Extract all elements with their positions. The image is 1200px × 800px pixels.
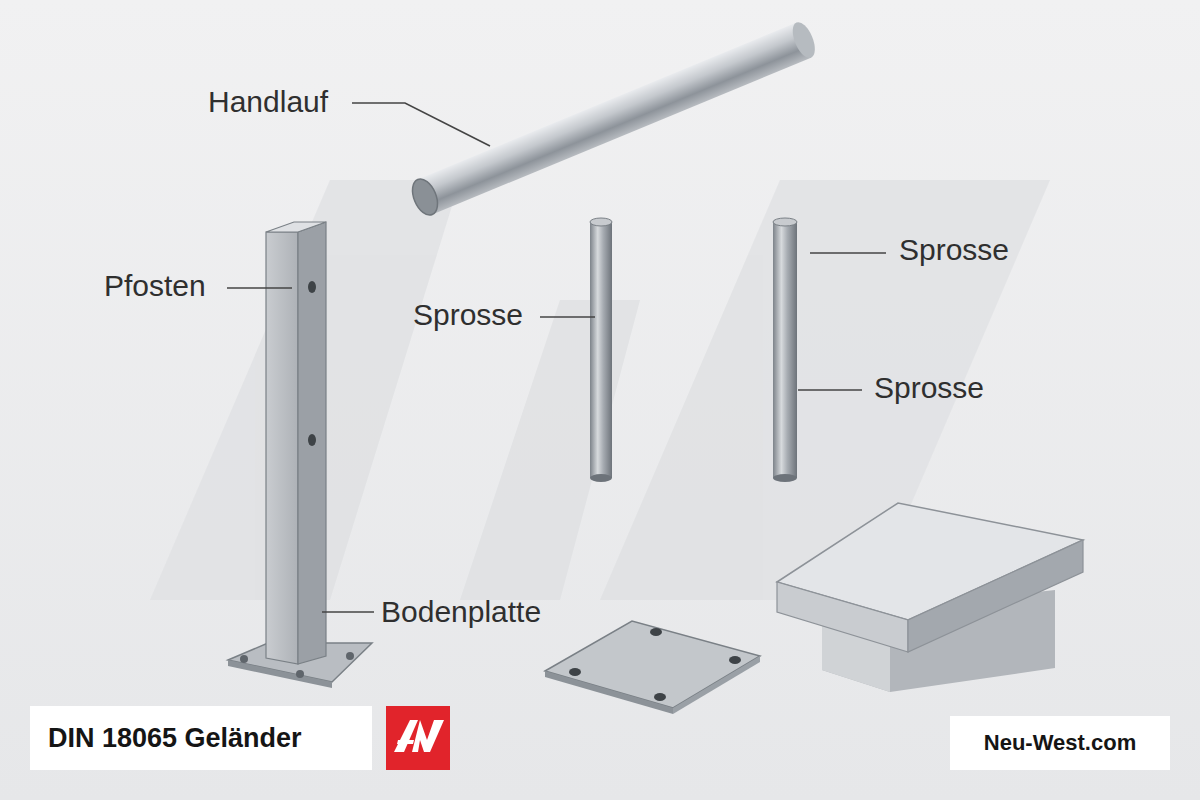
label-box: Neu-West.com — [950, 716, 1170, 770]
box-text: DIN 18065 Geländer — [48, 723, 302, 754]
part-label: Sprosse — [413, 297, 523, 333]
part-label: Pfosten — [104, 268, 206, 304]
leader-line — [352, 103, 490, 146]
box-text: Neu-West.com — [984, 730, 1136, 756]
part-label: Handlauf — [208, 84, 328, 120]
brand-logo — [386, 706, 450, 770]
part-label: Bodenplatte — [381, 594, 541, 630]
step-block — [777, 503, 1083, 692]
baluster — [590, 218, 612, 482]
leader-line — [810, 252, 886, 254]
leader-line — [798, 389, 862, 391]
part-label: Sprosse — [874, 370, 984, 406]
leader-line — [540, 316, 595, 318]
leader-line — [227, 287, 292, 289]
post — [228, 222, 372, 688]
baluster — [773, 218, 797, 482]
part-label: Sprosse — [899, 232, 1009, 268]
leader-line — [322, 611, 374, 613]
handrail — [408, 19, 820, 219]
label-box: DIN 18065 Geländer — [30, 706, 372, 770]
base-plate — [545, 621, 760, 714]
